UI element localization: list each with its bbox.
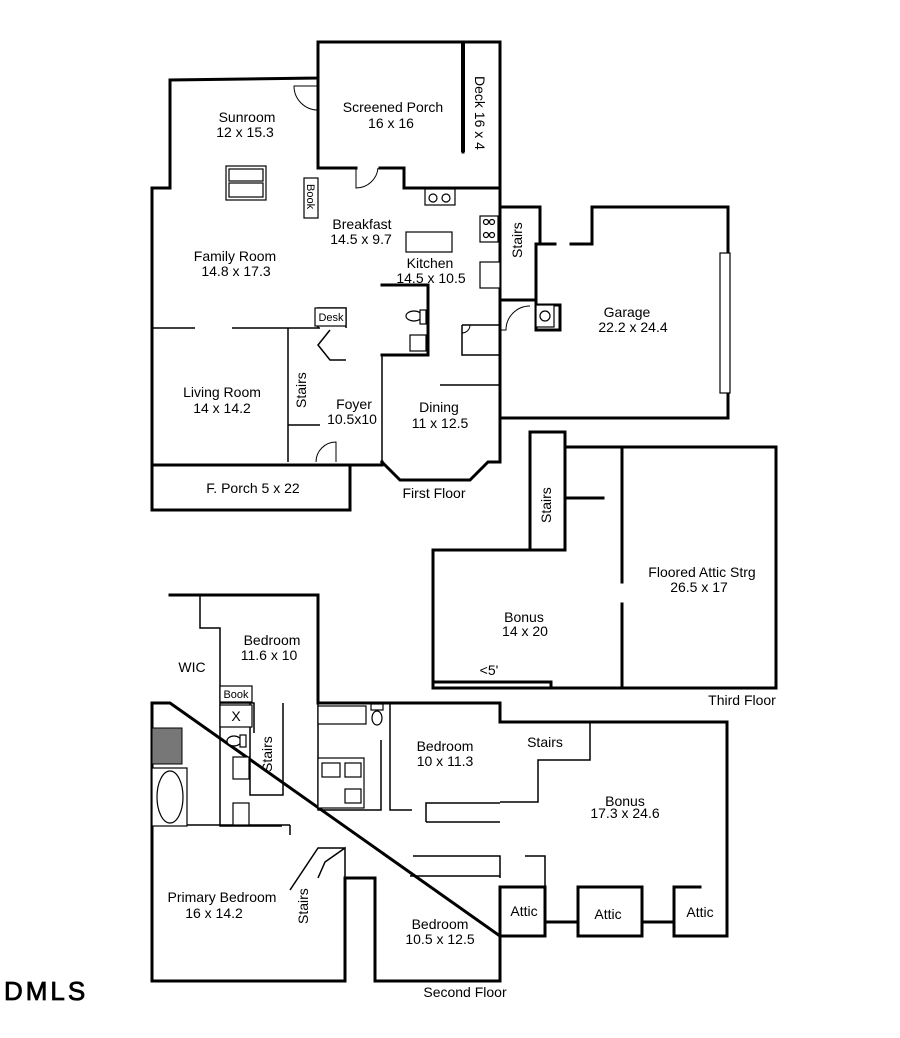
room-bonus3-size: 14 x 20 — [502, 623, 548, 639]
utility-sink-icon — [535, 304, 555, 328]
room-attic-label: Attic — [686, 904, 713, 920]
second-floor-label: Second Floor — [423, 984, 507, 1000]
vanity-sink — [321, 762, 341, 778]
kitchen-sink-icon — [424, 188, 456, 206]
book-label: Book — [304, 184, 316, 210]
room-bedroom3-size: 10.5 x 12.5 — [405, 931, 474, 947]
room-foyer-name: Foyer — [336, 396, 372, 412]
room-garage-name: Garage — [604, 304, 651, 320]
second-floor-plan: Bedroom 11.6 x 10 WIC Bedroom 10 x 11.3 … — [150, 593, 729, 1000]
bookshelf — [219, 685, 253, 703]
room-floored-attic-size: 26.5 x 17 — [670, 579, 728, 595]
vanity-sink — [232, 802, 250, 826]
room-sunroom-size: 12 x 15.3 — [216, 124, 274, 140]
door-swing — [500, 305, 531, 331]
third-floor-outer-walls — [431, 430, 778, 690]
room-bedroom3-name: Bedroom — [412, 916, 469, 932]
room-family-size: 14.8 x 17.3 — [201, 263, 270, 279]
stairs-label: Stairs — [509, 222, 525, 258]
room-bedroom-name: Bedroom — [244, 632, 301, 648]
first-floor-plan: Sunroom 12 x 15.3 Screened Porch 16 x 16… — [150, 40, 731, 512]
room-wic-label: WIC — [178, 659, 205, 675]
room-bedroom2-size: 10 x 11.3 — [417, 753, 474, 769]
vanity-sink — [232, 756, 250, 780]
desk — [314, 307, 347, 327]
first-floor-label: First Floor — [403, 485, 466, 501]
third-floor-plan: Stairs Floored Attic Strg 26.5 x 17 Bonu… — [431, 430, 778, 708]
door-swing — [293, 85, 319, 111]
room-bedroom-size: 11.6 x 10 — [241, 647, 298, 663]
garage-door — [719, 252, 731, 394]
book-label: Book — [223, 689, 249, 701]
vanity-sink — [344, 762, 362, 778]
room-attic-label: Attic — [510, 903, 537, 919]
vanity-sink — [344, 788, 362, 804]
room-attic-label: Attic — [594, 906, 621, 922]
room-sunroom-name: Sunroom — [219, 109, 276, 125]
room-dining-name: Dining — [419, 399, 459, 415]
bookshelf — [303, 177, 319, 219]
room-foyer-size: 10.5x10 — [327, 411, 377, 427]
second-floor-outer-walls — [150, 593, 729, 983]
stairs-label: Stairs — [293, 372, 309, 408]
toilet-icon — [226, 734, 247, 748]
third-floor-inner-walls — [431, 430, 624, 690]
room-screened-porch-size: 16 x 16 — [368, 115, 414, 131]
headroom-note: <5' — [480, 662, 499, 678]
stairs-label: Stairs — [259, 736, 275, 772]
room-garage-size: 22.2 x 24.4 — [598, 319, 667, 335]
room-living-name: Living Room — [183, 384, 261, 400]
room-bedroom2-name: Bedroom — [417, 738, 474, 754]
room-bonus3-name: Bonus — [504, 609, 544, 625]
stairs-label: Stairs — [527, 734, 563, 750]
deck-rail — [461, 42, 465, 152]
second-floor-partitions — [152, 595, 591, 891]
powder-sink — [409, 334, 427, 352]
room-breakfast-size: 14.5 x 9.7 — [330, 231, 392, 247]
room-front-porch-label: F. Porch 5 x 22 — [206, 480, 300, 496]
door-swing — [355, 167, 379, 189]
room-kitchen-name: Kitchen — [407, 255, 454, 271]
room-breakfast-name: Breakfast — [332, 216, 391, 232]
desk-label: Desk — [318, 312, 344, 324]
refrigerator — [479, 261, 501, 289]
skylight-icon — [225, 165, 267, 201]
bathtub-icon — [317, 705, 367, 725]
room-primary-name: Primary Bedroom — [168, 889, 277, 905]
stairs-label: Stairs — [538, 487, 554, 523]
room-screened-porch-name: Screened Porch — [343, 99, 443, 115]
closet-x — [219, 704, 253, 728]
stairs-label: Stairs — [295, 888, 311, 924]
room-kitchen-size: 14.5 x 10.5 — [396, 270, 465, 286]
x-mark-label: X — [231, 708, 241, 724]
toilet-icon — [370, 703, 384, 726]
room-deck-label: Deck 16 x 4 — [472, 76, 488, 150]
room-living-size: 14 x 14.2 — [193, 400, 251, 416]
room-primary-size: 16 x 14.2 — [185, 905, 243, 921]
room-family-name: Family Room — [194, 248, 276, 264]
room-floored-attic-name: Floored Attic Strg — [648, 564, 755, 580]
door-swing — [315, 441, 337, 463]
room-bonus2-size: 17.3 x 24.6 — [590, 805, 659, 821]
door-swing — [461, 324, 471, 334]
room-dining-size: 11 x 12.5 — [412, 415, 469, 431]
kitchen-island — [405, 231, 453, 253]
bathtub-icon — [151, 767, 188, 827]
third-floor-label: Third Floor — [708, 692, 776, 708]
dmls-logo: DMLS — [4, 976, 88, 1006]
toilet-icon — [405, 309, 427, 325]
room-bonus2-name: Bonus — [605, 793, 645, 809]
stove-icon — [479, 215, 499, 243]
shower-icon — [151, 727, 183, 765]
